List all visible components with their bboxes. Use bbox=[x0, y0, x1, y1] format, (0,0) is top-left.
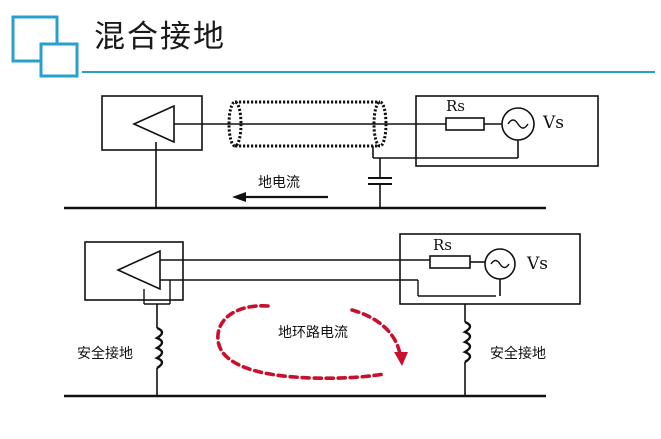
bottom-amplifier-box bbox=[84, 241, 184, 301]
bottom-amplifier-icon bbox=[116, 249, 161, 291]
top-vs-label: Vs bbox=[543, 113, 565, 133]
bottom-source-box bbox=[399, 233, 581, 305]
top-shielded-cable bbox=[227, 100, 388, 148]
bottom-resistor bbox=[429, 255, 471, 269]
top-amplifier-icon bbox=[132, 104, 175, 144]
ground-loop-arrow bbox=[216, 304, 386, 380]
left-inductor-icon bbox=[154, 326, 164, 370]
right-inductor-icon bbox=[462, 320, 472, 364]
left-safety-ground-label: 安全接地 bbox=[77, 346, 133, 362]
right-safety-ground-label: 安全接地 bbox=[490, 346, 546, 362]
top-resistor bbox=[445, 117, 485, 131]
page-title: 混合接地 bbox=[94, 19, 226, 55]
top-source-box bbox=[415, 95, 599, 167]
bottom-vs-label: Vs bbox=[527, 254, 549, 274]
ground-loop-current-label: 地环路电流 bbox=[278, 325, 348, 341]
top-rs-label: Rs bbox=[446, 97, 465, 115]
bottom-rs-label: Rs bbox=[433, 236, 452, 254]
title-underline bbox=[82, 71, 655, 73]
top-ground-current-label: 地电流 bbox=[258, 175, 300, 191]
bottom-coax-cable bbox=[143, 259, 496, 305]
logo-icon bbox=[11, 15, 79, 78]
top-amplifier-box bbox=[101, 95, 203, 151]
